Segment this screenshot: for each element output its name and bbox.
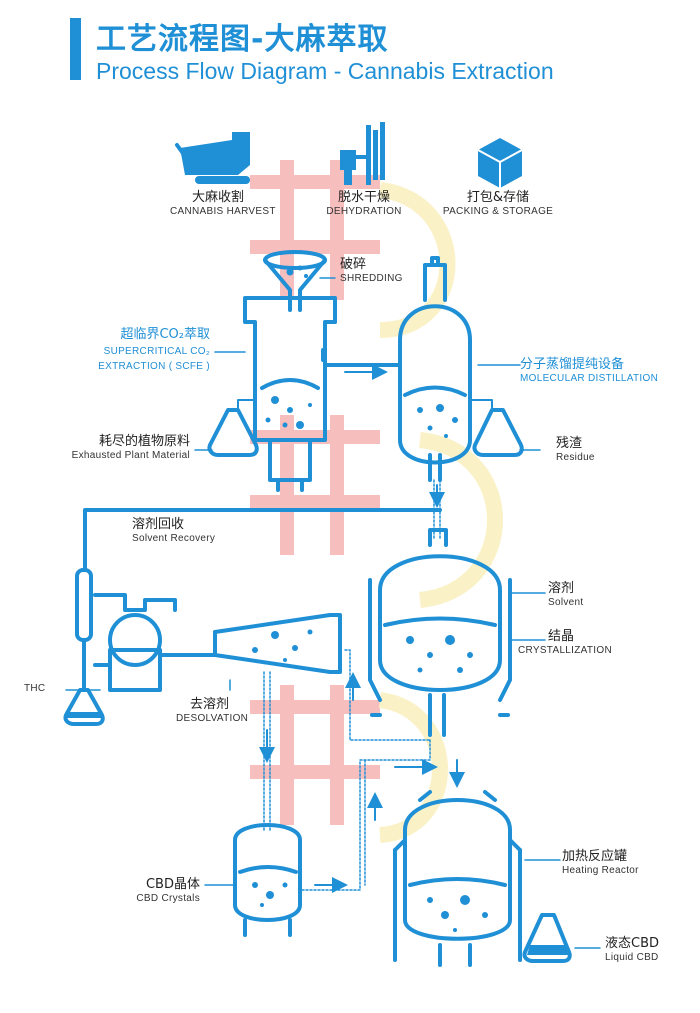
label-heating-reactor: 加热反应罐 Heating Reactor [562, 849, 639, 876]
thc-flask [63, 688, 105, 726]
page-subtitle: Process Flow Diagram - Cannabis Extracti… [96, 58, 554, 84]
solvent-recovery-en: Solvent Recovery [132, 532, 216, 544]
molecular-en: MOLECULAR DISTILLATION [520, 372, 659, 384]
residue-en: Residue [556, 451, 595, 463]
stage-harvest-cn: 大麻收割 [191, 190, 244, 205]
crystallizer-vessel [368, 528, 512, 737]
distill-bubbles [417, 404, 458, 438]
exhausted-en: Exhausted Plant Material [71, 449, 190, 461]
label-residue: 残渣 Residue [556, 436, 595, 463]
scfe-vessel [243, 296, 337, 492]
liquid-cbd-en: Liquid CBD [605, 951, 659, 963]
harvester-icon [175, 132, 250, 184]
scfe-cn: 超临界CO₂萃取 [120, 327, 210, 342]
molecular-cn: 分子蒸馏提纯设备 [520, 357, 625, 372]
liquid-cbd-cn: 液态CBD [605, 936, 660, 951]
heating-reactor-cn: 加热反应罐 [562, 849, 628, 864]
desolvation-evaporator [213, 613, 342, 674]
dryer-icon [340, 122, 385, 185]
scfe-en1: SUPERCRITICAL CO₂ [103, 345, 210, 357]
residue-flask [472, 408, 524, 457]
label-shredding: 破碎 SHREDDING [340, 257, 403, 284]
cbd-crystals-cn: CBD晶体 [145, 877, 200, 892]
label-solvent-recovery: 溶剂回收 Solvent Recovery [132, 517, 216, 544]
shredding-cn: 破碎 [340, 257, 367, 272]
label-scfe: 超临界CO₂萃取 SUPERCRITICAL CO₂ EXTRACTION ( … [70, 327, 210, 373]
label-thc: THC [24, 683, 45, 695]
residue-cn: 残渣 [556, 436, 583, 451]
box-icon [477, 138, 523, 189]
thc-en: THC [24, 683, 46, 694]
stage-dehydration: 脱水干燥 DEHYDRATION [314, 190, 414, 217]
label-desolvation: 去溶剂 DESOLVATION [176, 697, 249, 724]
label-exhausted: 耗尽的植物原料 Exhausted Plant Material [10, 434, 190, 461]
molecular-distillation-vessel [398, 256, 472, 482]
solvent-cn: 溶剂 [548, 581, 575, 596]
stage-packing: 打包&存储 PACKING & STORAGE [438, 190, 558, 217]
thc-column [75, 568, 217, 692]
page-title: 工艺流程图-大麻萃取 [96, 22, 389, 57]
label-solvent: 溶剂 Solvent [548, 581, 584, 608]
label-crystallization: 结晶 CRYSTALLIZATION [518, 629, 612, 656]
crystallization-cn: 结晶 [548, 629, 575, 644]
cbd-crystals-vessel [233, 823, 302, 937]
solvent-en: Solvent [548, 596, 584, 608]
solvent-recovery-cn: 溶剂回收 [132, 517, 185, 532]
heating-reactor [393, 790, 522, 967]
shredder-funnel [263, 250, 327, 312]
exhausted-cn: 耗尽的植物原料 [98, 434, 190, 449]
stage-harvest-en: CANNABIS HARVEST [170, 205, 276, 217]
crystallization-en: CRYSTALLIZATION [518, 644, 612, 656]
stage-packing-cn: 打包&存储 [466, 190, 530, 205]
desolvation-en: DESOLVATION [176, 712, 249, 724]
crystallizer-bubbles [406, 635, 473, 673]
stage-packing-en: PACKING & STORAGE [442, 205, 554, 217]
label-molecular-distillation: 分子蒸馏提纯设备 MOLECULAR DISTILLATION [520, 357, 659, 384]
exhausted-flask [207, 408, 259, 457]
stage-dehydration-en: DEHYDRATION [326, 205, 402, 217]
scfe-bubbles [265, 396, 312, 429]
stage-harvest: 大麻收割 CANNABIS HARVEST [170, 190, 276, 217]
cbd-crystals-en: CBD Crystals [136, 892, 200, 904]
label-liquid-cbd: 液态CBD Liquid CBD [605, 936, 660, 963]
liquid-cbd-flask [522, 913, 572, 963]
title-accent-bar [70, 18, 81, 80]
watermark-logo [250, 160, 503, 843]
scfe-en2: EXTRACTION ( SCFE ) [98, 361, 210, 373]
desolvation-cn: 去溶剂 [190, 697, 230, 712]
shredding-en: SHREDDING [340, 272, 403, 284]
label-cbd-crystals: CBD晶体 CBD Crystals [90, 877, 200, 904]
stage-dehydration-cn: 脱水干燥 [337, 190, 390, 205]
heating-reactor-en: Heating Reactor [562, 864, 639, 876]
